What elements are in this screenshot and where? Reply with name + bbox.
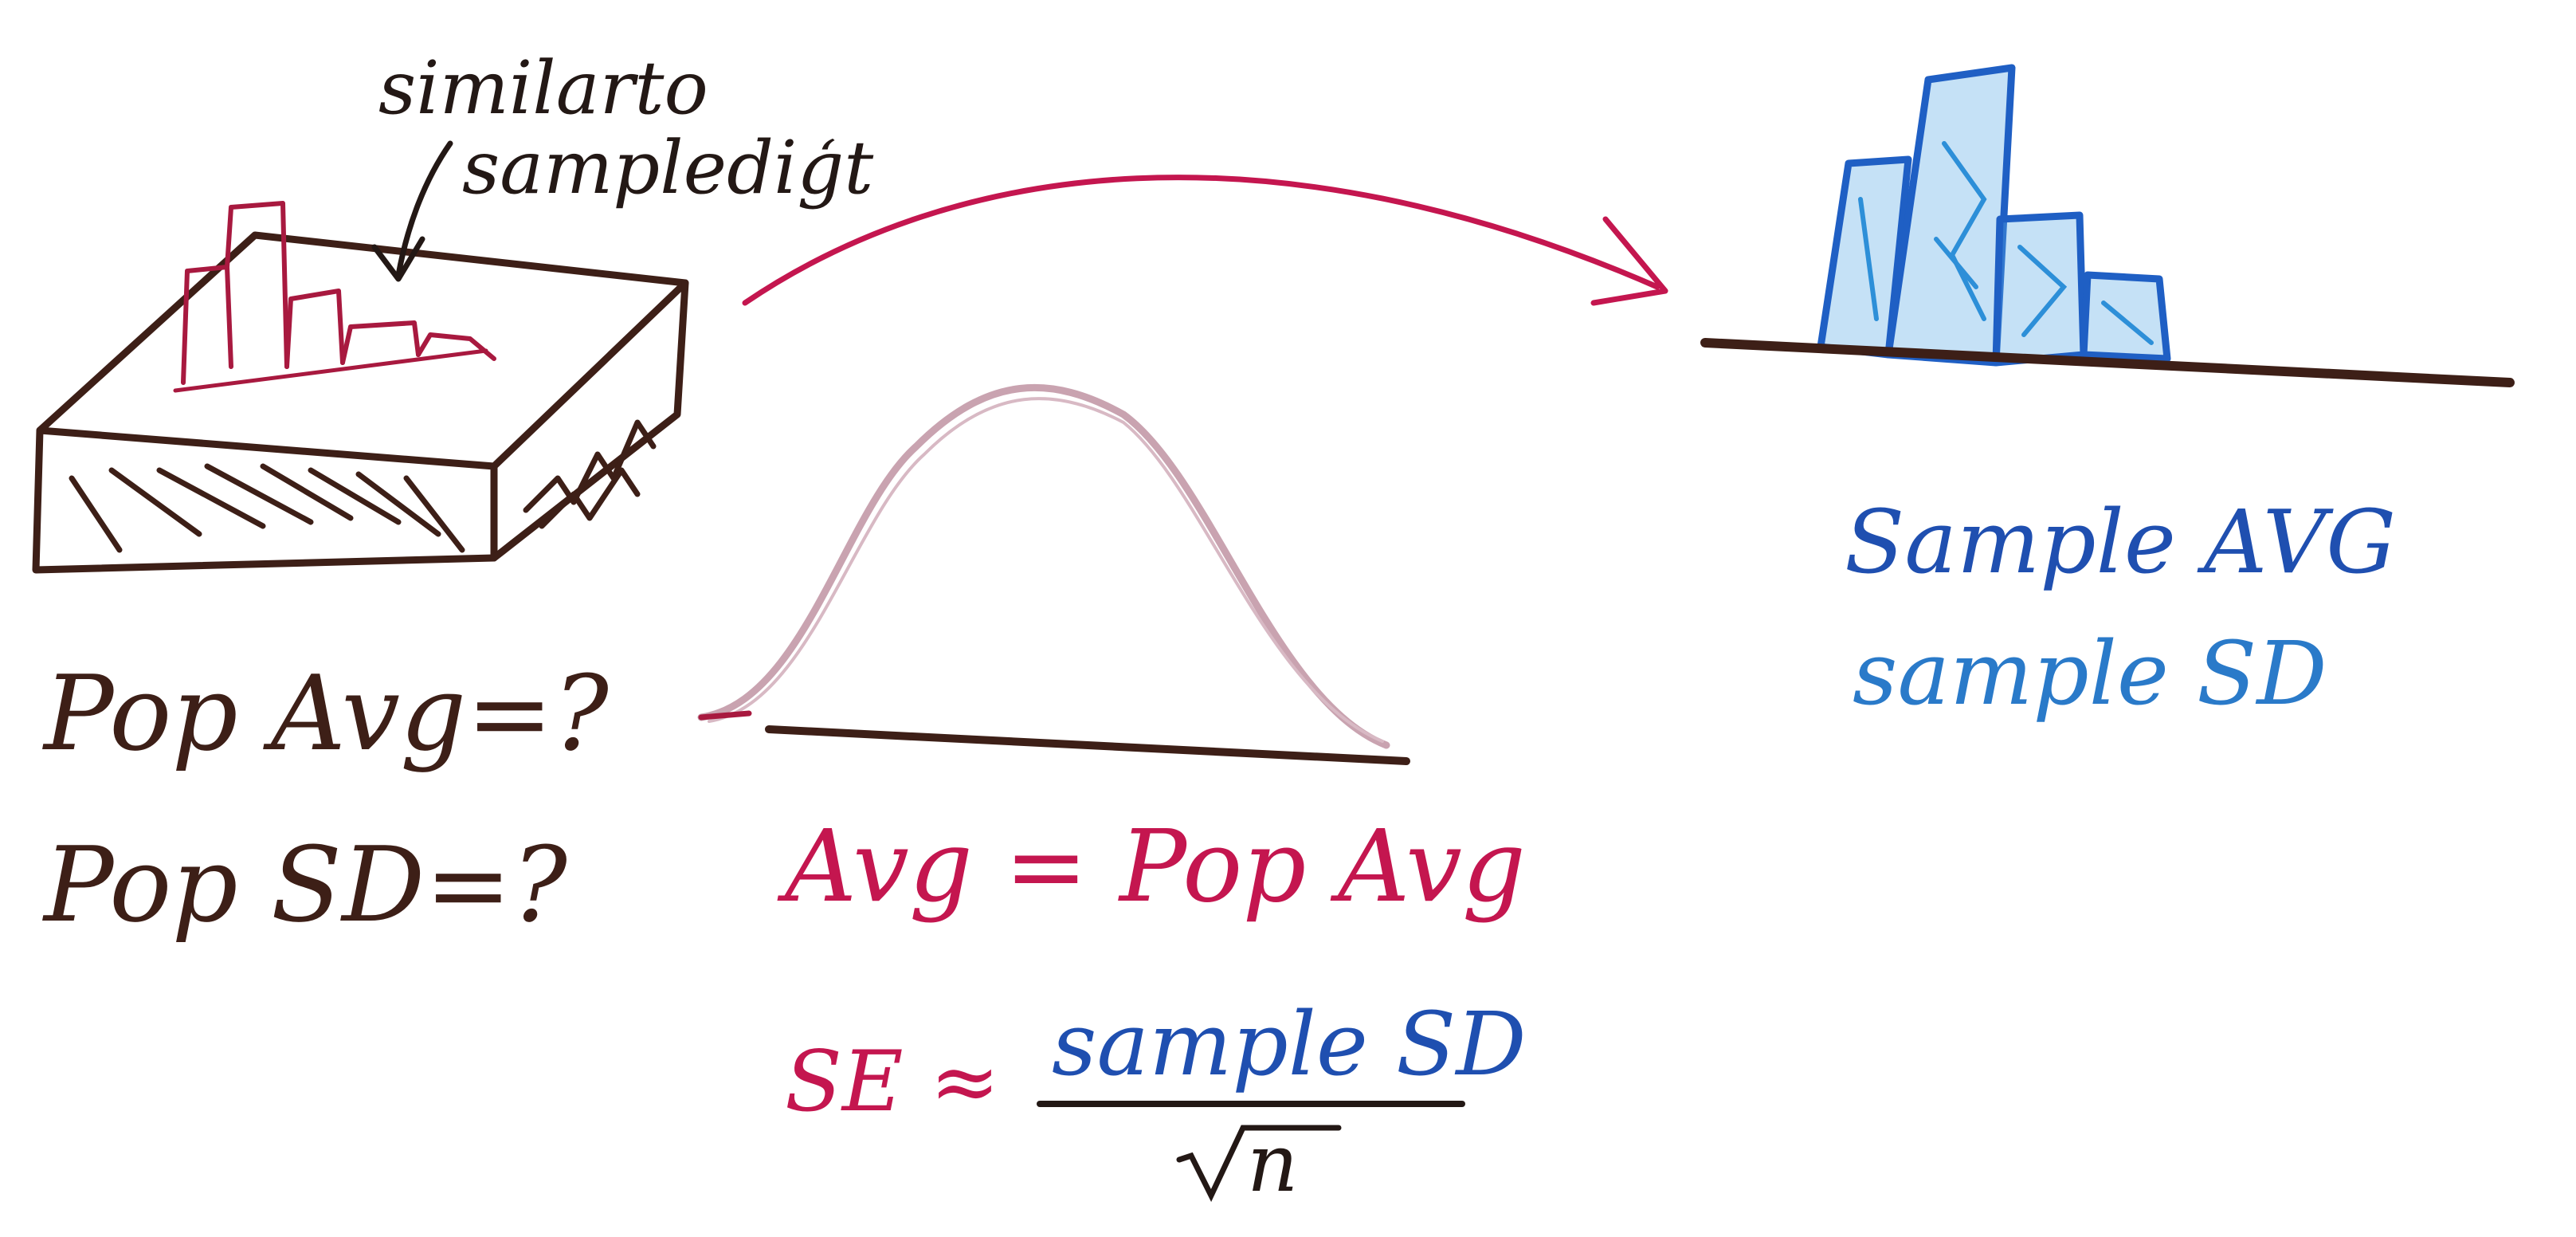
population-avg-label: Pop Avg=?	[44, 653, 609, 774]
population-mini-histogram-icon	[173, 201, 496, 393]
se-prefix: SE ≈	[785, 1033, 1000, 1130]
sample-avg-label: Sample AVG	[1845, 491, 2397, 593]
sample-histogram-icon	[1700, 64, 2515, 387]
annotation-pointer-icon	[371, 140, 453, 282]
sample-sd-label: sample SD	[1853, 622, 2327, 725]
se-numerator: sample SD	[1052, 993, 1527, 1095]
se-denominator-n: n	[1247, 1117, 1299, 1210]
population-sd-label: Pop SD=?	[44, 824, 567, 945]
curved-arrow-icon	[742, 175, 1668, 306]
annotation-line-1: similarto	[378, 45, 708, 131]
normal-curve-icon	[697, 383, 1410, 765]
se-fraction-bar-icon	[1037, 1101, 1465, 1203]
annotation-line-2: samplediģt	[462, 125, 874, 210]
sampling-avg-label: Avg = Pop Avg	[785, 809, 1526, 925]
population-box-icon	[32, 231, 689, 574]
